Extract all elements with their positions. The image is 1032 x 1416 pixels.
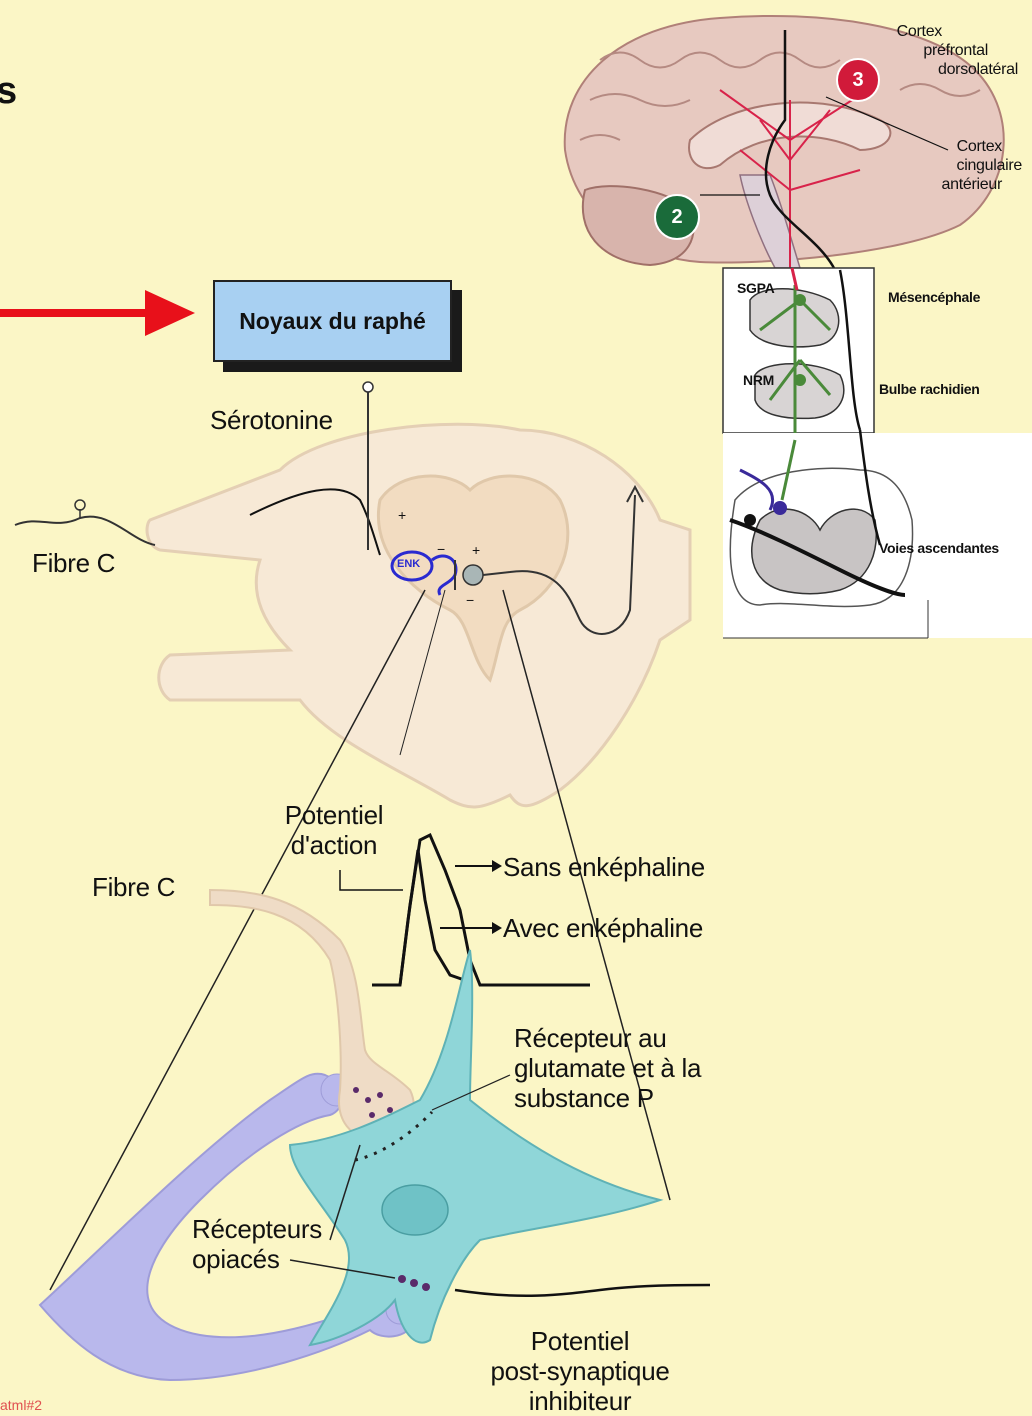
projection-neuron (463, 565, 483, 585)
ipsp-label: Potentiel post-synaptique inhibiteur (480, 1326, 680, 1416)
nrm-label: NRM (743, 372, 774, 388)
svg-text:+: + (472, 542, 480, 558)
trace-with-enk (400, 850, 470, 985)
fibre-c-top-line (15, 517, 155, 545)
svg-text:−: − (437, 541, 445, 557)
raphe-nuclei-box: Noyaux du raphé (213, 280, 452, 362)
spinal-cord (147, 424, 690, 807)
glutamate-receptor-label: Récepteur au glutamate et à la substance… (514, 1023, 701, 1113)
red-arrow (0, 290, 195, 336)
spinal-section (723, 430, 1032, 638)
svg-text:−: − (466, 592, 474, 608)
voies-ascendantes-label: Voies ascendantes (879, 540, 999, 556)
action-potential-label: Potentiel d'action (274, 800, 394, 860)
badge-2: 2 (654, 194, 700, 240)
with-enk-label: Avec enképhaline (503, 913, 703, 943)
enk-label: ENK (397, 558, 420, 570)
serotonin-label: Sérotonine (210, 405, 333, 435)
badge-3: 3 (836, 58, 880, 102)
synapse-zoom (40, 890, 710, 1380)
without-enk-label: Sans enképhaline (503, 852, 705, 882)
corner-letter: s (0, 70, 17, 113)
opioid-receptors-label: Récepteurs opiacés (192, 1214, 322, 1274)
bulbe-label: Bulbe rachidien (879, 381, 980, 397)
fibre-c-top-label: Fibre C (32, 548, 115, 578)
footer-url[interactable]: atml#2 (0, 1397, 42, 1413)
fibre-c-bottom-label: Fibre C (92, 872, 175, 902)
svg-text:+: + (398, 507, 406, 523)
sgpa-label: SGPA (737, 280, 774, 296)
mesencephale-label: Mésencéphale (888, 289, 980, 305)
ipsp-trace (455, 1285, 710, 1296)
cortex-cingulate-label: Cortex cingulaire antérieur (920, 137, 1022, 194)
cortex-prefrontal-label: Cortex préfrontal dorsolatéral (880, 22, 1018, 79)
